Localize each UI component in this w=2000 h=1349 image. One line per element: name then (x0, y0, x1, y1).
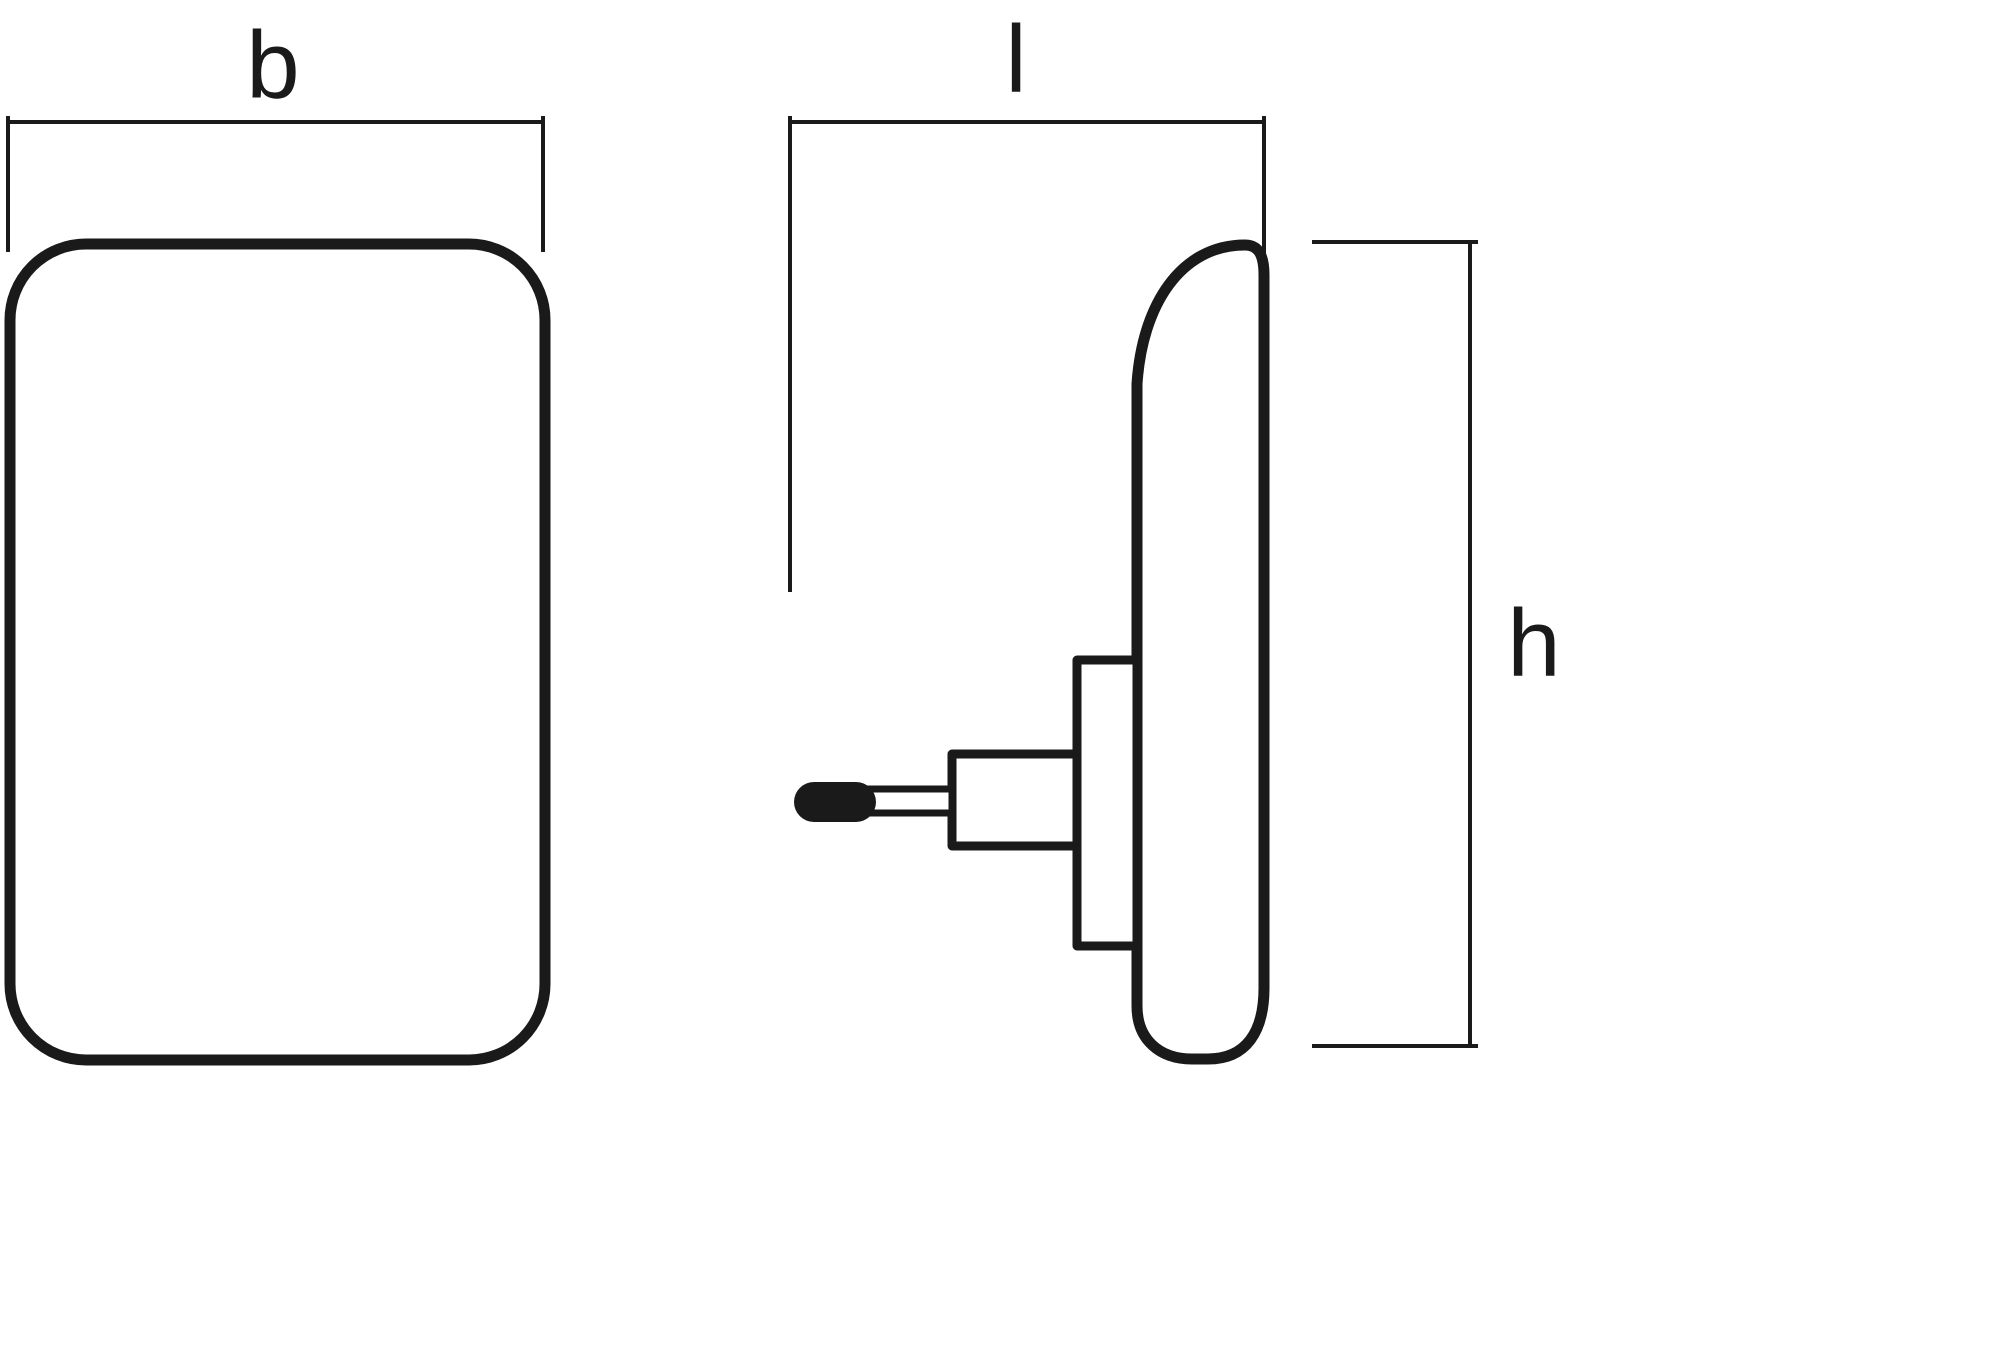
plug-pin-tip (794, 782, 876, 822)
side-view-body (1131, 239, 1270, 1065)
front-view-body (4, 238, 551, 1066)
mounting-plate (1072, 655, 1142, 951)
plug-base (947, 749, 1082, 851)
front-view (4, 238, 551, 1066)
dimension-b-label: b (246, 12, 299, 119)
dimension-h-label: h (1507, 590, 1560, 697)
plug-pin-shaft (864, 785, 956, 817)
side-view (794, 239, 1270, 1065)
dimension-l: l (788, 6, 1266, 592)
dimension-l-label: l (1005, 6, 1026, 113)
dimension-b: b (6, 12, 545, 252)
dimension-h: h (1312, 240, 1561, 1048)
